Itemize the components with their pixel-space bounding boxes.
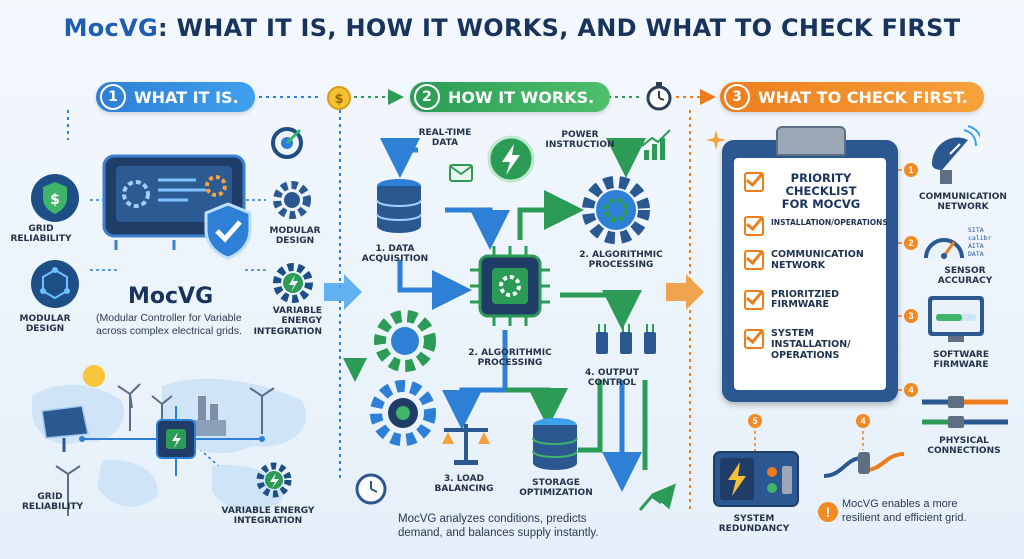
stopwatch-icon (646, 82, 672, 111)
storage-optimization-label: STORAGE OPTIMIZATION (519, 478, 593, 499)
checklist-subtitle: INSTALLATION/OPERATIONS (771, 217, 888, 227)
mail-icon (449, 164, 473, 182)
page-title: MocVG: WHAT IT IS, HOW IT WORKS, AND WHA… (63, 14, 961, 42)
processing-gear-icon (582, 176, 650, 244)
software-firmware-label: SOFTWARE FIRMWARE (933, 350, 989, 371)
software-firmware-icon (928, 296, 984, 342)
connector-plug-icon (823, 452, 905, 478)
checklist-title-row: PRIORITY CHECKLIST FOR MocVG (744, 171, 880, 212)
energy-gear-icon-bottom (256, 462, 292, 498)
power-instruction-label: POWER INSTRUCTION (545, 130, 615, 151)
world-grid-map (32, 365, 307, 516)
output-plugs-icon (596, 324, 656, 354)
section-3-pill: 3 WHAT TO CHECK FIRST. (720, 82, 984, 112)
checklist-item[interactable]: SYSTEM INSTALLATION/ OPERATIONS (744, 328, 880, 362)
grid-reliability-label-bottom: GRID RELIABILITY (22, 492, 84, 513)
svg-text:$: $ (50, 192, 60, 208)
checkbox-icon[interactable] (744, 289, 764, 310)
database-icon (376, 179, 422, 233)
controller-device-icon (102, 154, 246, 250)
network-node-icon (31, 260, 79, 308)
checklist-item[interactable]: PRIORITZIED FIRMWARE (744, 289, 880, 312)
sparkle-icon (706, 130, 726, 150)
product-description: (Modular Controller for Variable across … (96, 312, 242, 338)
shield-check-icon (204, 202, 252, 260)
checkbox-icon (744, 215, 764, 236)
trend-up-icon (641, 129, 671, 160)
check-badge-2: 2 (904, 236, 918, 250)
check-badge-3: 3 (904, 309, 918, 323)
algorithmic-processing-label-right: 2. ALGORITHMIC PROCESSING (579, 250, 663, 271)
output-control-label: 4. OUTPUT CONTROL (585, 368, 639, 389)
checkbox-icon (744, 172, 764, 192)
communication-network-label: COMMUNICATION NETWORK (919, 192, 1007, 213)
real-time-data-label: REAL-TIME DATA (418, 128, 472, 149)
section-2-pill: 2 HOW IT WORKS. (410, 82, 611, 112)
gear-green-icon (374, 310, 436, 372)
how-it-works-summary: MocVG analyzes conditions, predicts dema… (398, 513, 599, 540)
algorithmic-processing-label-center: 2. ALGORITHMIC PROCESSING (468, 348, 552, 369)
checklist-title: PRIORITY CHECKLIST FOR MocVG (781, 171, 861, 212)
gauge-icon (924, 238, 964, 259)
checklist-subtitle-row: INSTALLATION/OPERATIONS (744, 215, 888, 236)
data-acquisition-label: 1. DATA ACQUISITION (361, 244, 429, 265)
grid-reliability-label: GRID RELIABILITY (10, 224, 72, 245)
balance-scale-icon (442, 424, 490, 465)
section-1-pill: 1 WHAT IT IS. (96, 82, 255, 112)
check-badge-1: 1 (904, 163, 918, 177)
checklist-item[interactable]: COMMUNICATION NETWORK (744, 249, 880, 272)
svg-text:$: $ (334, 92, 343, 107)
clock-icon (355, 473, 387, 505)
chip-icon (470, 246, 550, 326)
gear-blue-icon (370, 380, 436, 446)
checkbox-icon[interactable] (744, 249, 764, 270)
clipboard-clip (776, 126, 846, 156)
physical-connections-label: PHYSICAL CONNECTIONS (927, 436, 1001, 457)
checklist-paper (734, 158, 886, 390)
cable-icon (922, 396, 1008, 428)
product-name: MocVG (128, 284, 214, 309)
checklist: PRIORITY CHECKLIST FOR MocVG INSTALLATIO… (744, 171, 888, 362)
satellite-dish-icon (932, 125, 980, 184)
modular-design-label-right: MODULAR DESIGN (269, 226, 321, 247)
check-badge-5: 5 (748, 414, 762, 428)
check-badge-4-alt: 4 (856, 414, 870, 428)
sensor-accuracy-label: SENSOR ACCURACY (937, 266, 993, 287)
check-badge-4: 4 (904, 383, 918, 397)
storage-icon (532, 418, 578, 470)
modular-design-label-left: MODULAR DESIGN (19, 314, 71, 335)
load-balancing-label: 3. LOAD BALANCING (434, 474, 494, 495)
closing-note: MocVG enables a more resilient and effic… (842, 498, 967, 524)
shield-dollar-icon: $ (31, 174, 79, 222)
battery-icon (713, 451, 799, 507)
coin-icon: $ (327, 86, 351, 110)
variable-energy-label-bottom: VARIABLE ENERGY INTEGRATION (221, 506, 315, 527)
energy-gear-icon (273, 263, 313, 303)
target-icon (271, 127, 303, 159)
sensor-readout: SITA calibr AITA DATA (968, 226, 992, 259)
alert-icon: ! (818, 502, 838, 522)
checkbox-icon[interactable] (744, 329, 764, 350)
system-redundancy-label: SYSTEM REDUNDANCY (718, 514, 790, 535)
power-icon (487, 135, 535, 183)
variable-energy-label: VARIABLE ENERGY INTEGRATION (253, 306, 322, 337)
gear-icon (273, 181, 311, 219)
